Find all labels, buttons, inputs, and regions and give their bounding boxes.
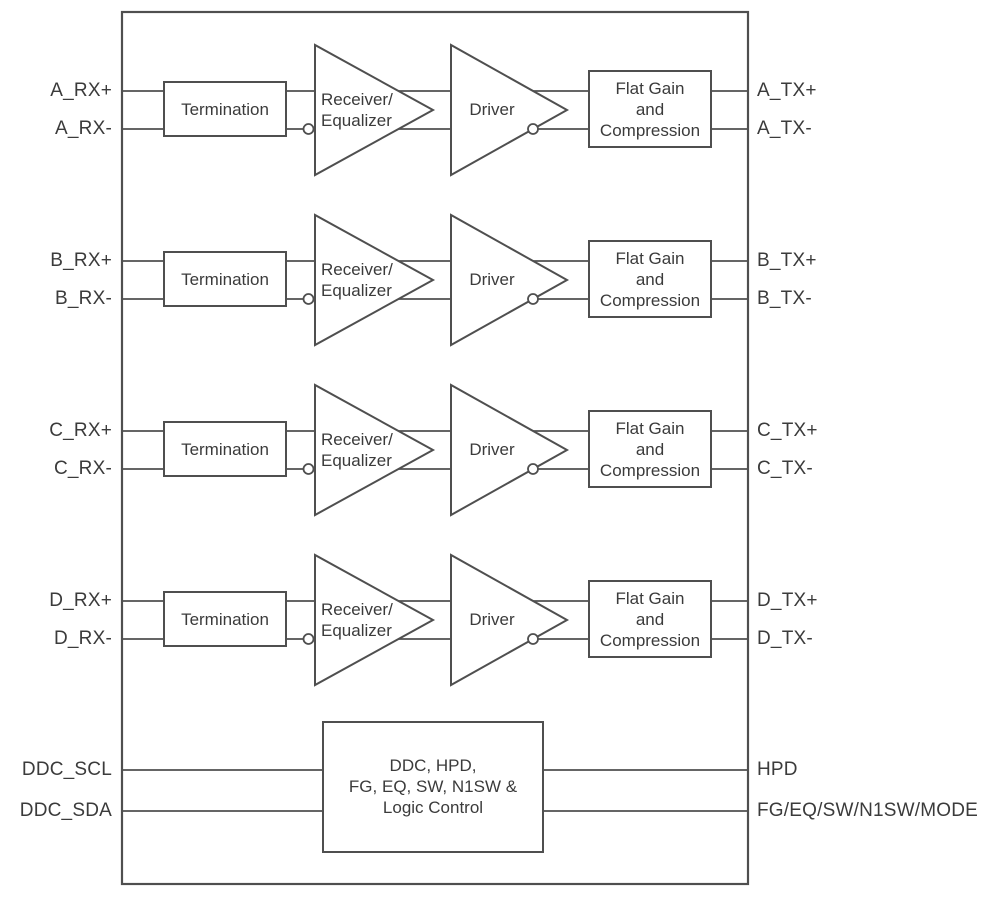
receiver-equalizer-label-b: Receiver/ Equalizer [321, 259, 433, 301]
pin-b-rx-minus: B_RX- [55, 288, 112, 309]
gain-line1: Flat Gain [615, 419, 685, 438]
receiver-line2: Equalizer [321, 451, 392, 470]
logic-control-line1: DDC, HPD, [389, 756, 477, 775]
gain-line3: Compression [599, 291, 701, 310]
receiver-line1: Receiver/ [321, 90, 393, 109]
receiver-line1: Receiver/ [321, 260, 393, 279]
pin-ddc-scl: DDC_SCL [21, 759, 112, 780]
receiver-equalizer-label-a: Receiver/ Equalizer [321, 89, 433, 131]
pin-c-rx-minus: C_RX- [53, 458, 112, 479]
pin-d-tx-plus: D_TX+ [757, 590, 818, 611]
termination-label-c: Termination [181, 440, 269, 459]
control-shapes [122, 721, 748, 853]
flat-gain-label-b: Flat Gain and Compression [589, 248, 711, 311]
gain-line1: Flat Gain [615, 79, 685, 98]
pin-b-tx-minus: B_TX- [757, 288, 812, 309]
chip-boundary [120, 10, 750, 886]
pin-a-tx-plus: A_TX+ [757, 80, 817, 101]
gain-line2: and [635, 270, 665, 289]
pin-c-tx-minus: C_TX- [757, 458, 813, 479]
pin-d-rx-plus: D_RX+ [49, 590, 112, 611]
pin-c-rx-plus: C_RX+ [49, 420, 112, 441]
receiver-equalizer-label-d: Receiver/ Equalizer [321, 599, 433, 641]
receiver-line1: Receiver/ [321, 430, 393, 449]
pin-a-rx-plus: A_RX+ [50, 80, 112, 101]
pin-d-tx-minus: D_TX- [757, 628, 813, 649]
termination-label-d: Termination [181, 610, 269, 629]
receiver-equalizer-label-c: Receiver/ Equalizer [321, 429, 433, 471]
gain-line2: and [635, 440, 665, 459]
logic-control-label: DDC, HPD, FG, EQ, SW, N1SW & Logic Contr… [323, 755, 543, 818]
pin-b-tx-plus: B_TX+ [757, 250, 817, 271]
flat-gain-label-a: Flat Gain and Compression [589, 78, 711, 141]
gain-line3: Compression [599, 631, 701, 650]
pin-ddc-sda: DDC_SDA [19, 800, 112, 821]
pin-d-rx-minus: D_RX- [53, 628, 112, 649]
gain-line3: Compression [599, 121, 701, 140]
receiver-line2: Equalizer [321, 281, 392, 300]
driver-label-c: Driver [469, 440, 515, 459]
gain-line1: Flat Gain [615, 249, 685, 268]
logic-control-box [322, 721, 544, 853]
logic-control-line2: FG, EQ, SW, N1SW & [348, 777, 518, 796]
receiver-line1: Receiver/ [321, 600, 393, 619]
flat-gain-label-c: Flat Gain and Compression [589, 418, 711, 481]
pin-c-tx-plus: C_TX+ [757, 420, 818, 441]
pin-a-tx-minus: A_TX- [757, 118, 812, 139]
driver-label-d: Driver [469, 610, 515, 629]
receiver-line2: Equalizer [321, 621, 392, 640]
driver-label-b: Driver [469, 270, 515, 289]
termination-label-a: Termination [181, 100, 269, 119]
gain-line2: and [635, 610, 665, 629]
gain-line2: and [635, 100, 665, 119]
pin-b-rx-plus: B_RX+ [50, 250, 112, 271]
pin-a-rx-minus: A_RX- [55, 118, 112, 139]
gain-line3: Compression [599, 461, 701, 480]
pin-fg-eq-sw-n1sw-mode: FG/EQ/SW/N1SW/MODE [757, 800, 979, 821]
gain-line1: Flat Gain [615, 589, 685, 608]
receiver-line2: Equalizer [321, 111, 392, 130]
flat-gain-label-d: Flat Gain and Compression [589, 588, 711, 651]
logic-control-line3: Logic Control [382, 798, 484, 817]
pin-hpd: HPD [757, 759, 798, 780]
driver-label-a: Driver [469, 100, 515, 119]
termination-label-b: Termination [181, 270, 269, 289]
